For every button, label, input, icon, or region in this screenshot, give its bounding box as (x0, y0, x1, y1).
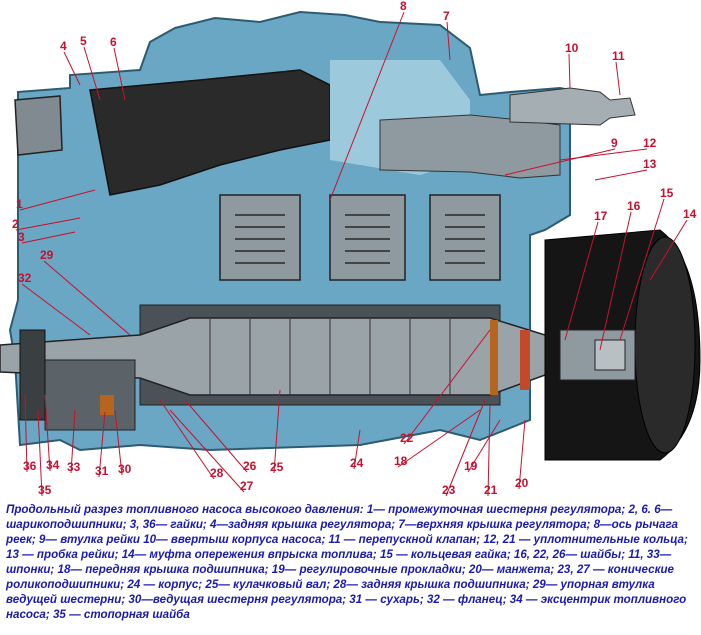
leader-line-6 (113, 47, 126, 101)
leader-line-19 (467, 419, 501, 473)
leader-line-12 (559, 148, 648, 161)
leader-line-30 (114, 409, 123, 476)
leader-line-10 (568, 53, 571, 89)
leader-line-2 (15, 217, 81, 231)
callout-3: 3 (18, 230, 25, 244)
callout-24: 24 (350, 456, 364, 470)
callout-30: 30 (118, 462, 132, 476)
leader-line-7 (446, 21, 451, 61)
front-bearing-seal (490, 320, 498, 395)
plunger-springs (235, 214, 485, 264)
regulator-gear-area (44, 359, 136, 431)
callout-6: 6 (110, 35, 117, 49)
leader-line-18 (397, 409, 481, 468)
callout-21: 21 (484, 483, 498, 497)
leader-lines (15, 11, 688, 497)
rack-bushing (379, 114, 561, 179)
callout-10: 10 (565, 41, 579, 55)
leader-line-17 (564, 221, 599, 341)
leader-line-1 (19, 189, 96, 211)
callout-26: 26 (243, 459, 257, 473)
leader-line-21 (487, 404, 491, 497)
callout-5: 5 (80, 34, 87, 48)
callout-28: 28 (210, 466, 224, 480)
callout-4: 4 (60, 39, 67, 53)
leader-line-25 (273, 389, 281, 474)
callout-27: 27 (240, 479, 254, 493)
callout-34: 34 (46, 458, 60, 472)
callout-32: 32 (18, 271, 32, 285)
callout-35: 35 (38, 483, 52, 497)
annular-nut (594, 339, 626, 371)
callout-19: 19 (464, 459, 478, 473)
callout-36: 36 (23, 459, 37, 473)
pump-illustration (0, 10, 701, 461)
callout-1: 1 (16, 197, 23, 211)
leader-line-34 (44, 394, 51, 472)
callout-15: 15 (660, 186, 674, 200)
figure-caption: Продольный разрез топливного насоса высо… (6, 503, 688, 621)
plunger-section-1 (219, 194, 301, 281)
leader-line-9 (504, 148, 616, 176)
governor-chamber (89, 69, 331, 196)
leader-line-33 (70, 409, 76, 474)
leader-line-16 (599, 211, 632, 351)
leader-line-20 (518, 419, 526, 490)
callout-12: 12 (643, 136, 657, 150)
callout-22: 22 (400, 431, 414, 445)
callout-18: 18 (394, 454, 408, 468)
rear-governor-cover (14, 95, 63, 156)
callout-7: 7 (443, 9, 450, 23)
leader-line-32 (21, 283, 91, 336)
leader-line-29 (43, 260, 131, 336)
callout-14: 14 (683, 207, 697, 221)
left-flange (19, 329, 46, 421)
leader-line-15 (619, 198, 665, 341)
callout-8: 8 (400, 0, 407, 13)
leader-line-22 (403, 329, 491, 445)
leader-line-27 (169, 409, 245, 493)
callout-29: 29 (40, 248, 54, 262)
callout-33: 33 (67, 460, 81, 474)
leader-line-35 (37, 409, 43, 497)
callout-20: 20 (515, 476, 529, 490)
plunger-section-2 (329, 194, 406, 281)
coupling-rim (634, 236, 696, 454)
leader-line-8 (329, 11, 405, 201)
callout-25: 25 (270, 460, 284, 474)
callout-16: 16 (627, 199, 641, 213)
callout-2: 2 (12, 217, 19, 231)
leader-line-11 (615, 61, 621, 96)
callout-31: 31 (95, 464, 109, 478)
cracker-block (100, 395, 114, 415)
callout-11: 11 (612, 49, 625, 63)
leader-line-13 (594, 169, 648, 181)
leader-line-5 (83, 46, 101, 101)
callout-9: 9 (611, 136, 618, 150)
leader-line-23 (445, 399, 486, 497)
leader-line-4 (63, 51, 81, 86)
leader-line-36 (24, 394, 28, 473)
plunger-section-3 (429, 194, 501, 281)
leader-line-3 (21, 231, 76, 244)
cuff-seal (520, 330, 530, 390)
callout-13: 13 (643, 157, 657, 171)
leader-line-24 (353, 429, 361, 470)
leader-line-31 (98, 411, 106, 478)
cam-lobes (209, 318, 451, 395)
leader-line-14 (649, 219, 688, 281)
bypass-valve (509, 87, 636, 126)
callout-17: 17 (594, 209, 608, 223)
pump-cross-section-diagram: 1234567891011121314151617181920212223242… (0, 0, 701, 497)
leader-line-26 (184, 399, 248, 473)
leader-line-28 (159, 399, 215, 480)
